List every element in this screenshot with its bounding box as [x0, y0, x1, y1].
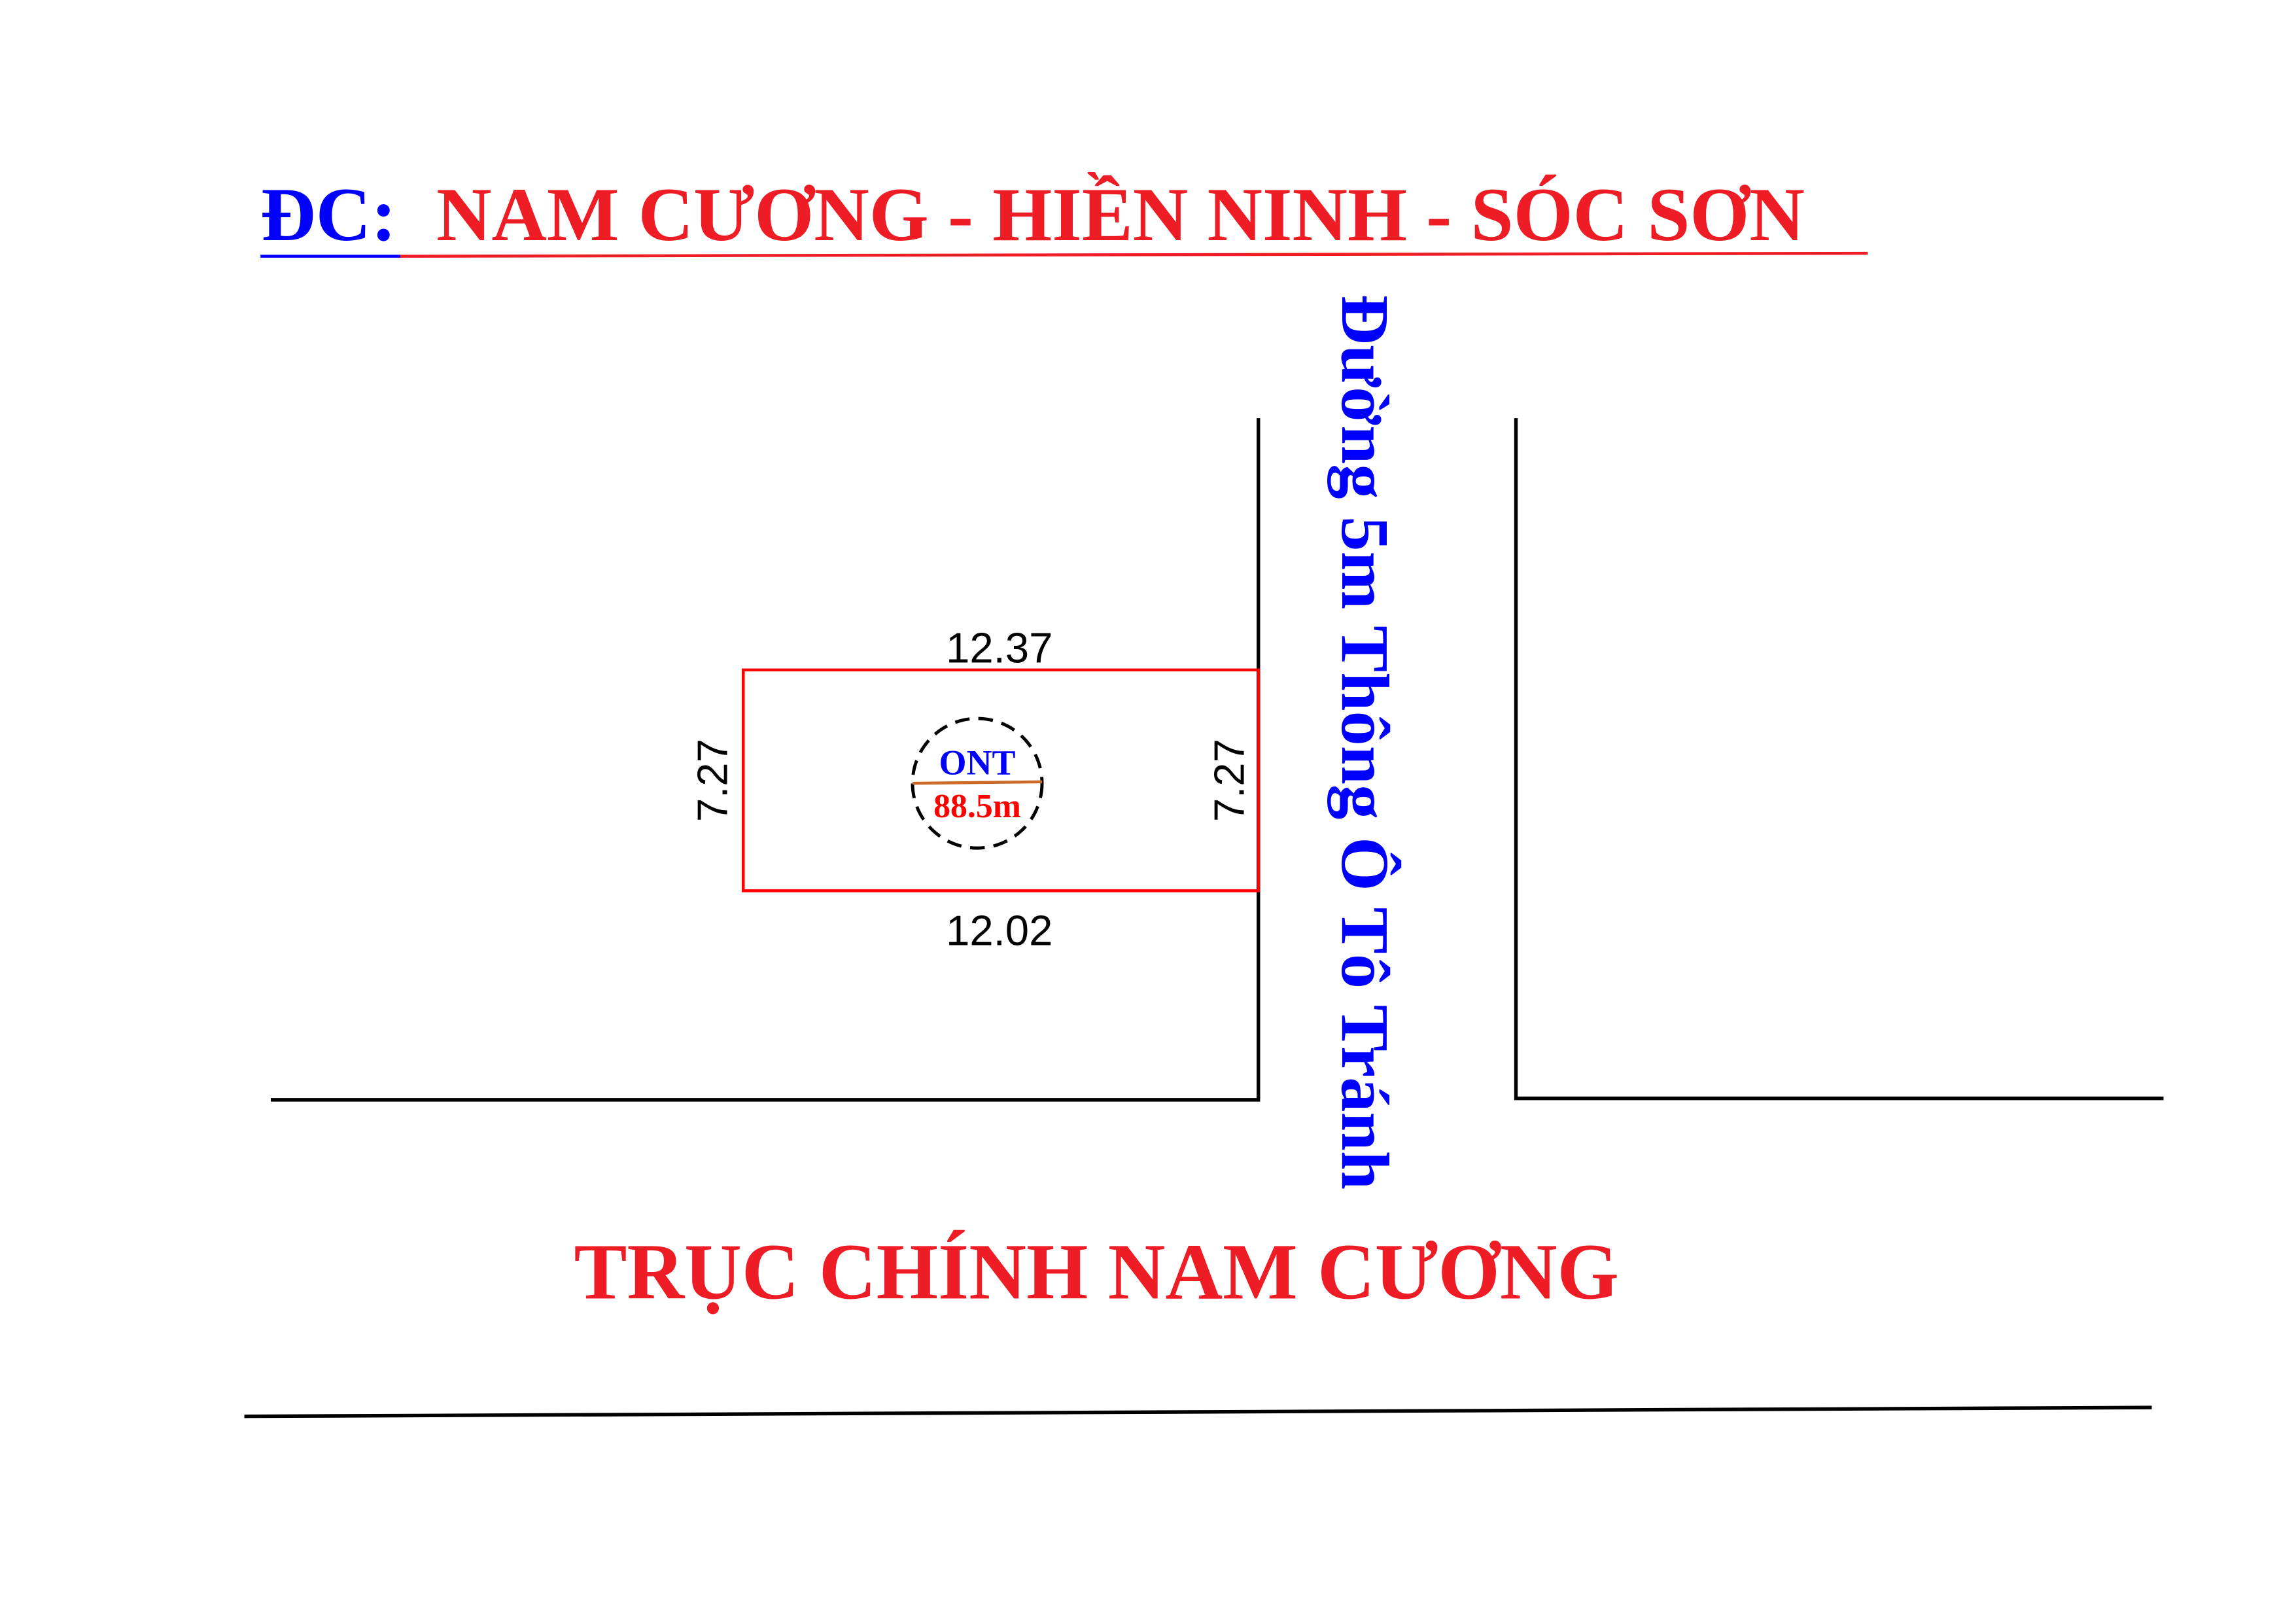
left-length-label: 7.27: [689, 739, 737, 822]
address-title: ĐC: NAM CƯƠNG - HIỀN NINH - SÓC SƠN: [260, 172, 1805, 257]
right-length-label: 7.27: [1205, 739, 1253, 822]
top-length-label: 12.37: [946, 624, 1052, 672]
address-text: NAM CƯƠNG - HIỀN NINH - SÓC SƠN: [436, 172, 1805, 257]
side-road-label: Đường 5m Thông Ô Tô Tránh: [1327, 294, 1402, 1190]
main-road-boundary: [244, 1405, 2152, 1419]
land-plot: [742, 668, 1260, 892]
main-road-label: TRỤC CHÍNH NAM CƯƠNG: [574, 1229, 1620, 1316]
marker-divider: [912, 780, 1043, 785]
land-type-label: ONT: [939, 743, 1015, 783]
address-prefix: ĐC:: [260, 173, 396, 257]
road-boundary-left: [271, 418, 1261, 1102]
bottom-length-label: 12.02: [946, 907, 1052, 955]
road-boundary-right: [1514, 418, 2164, 1101]
title-underline-red: [400, 251, 1868, 258]
area-label: 88.5m: [933, 788, 1021, 825]
